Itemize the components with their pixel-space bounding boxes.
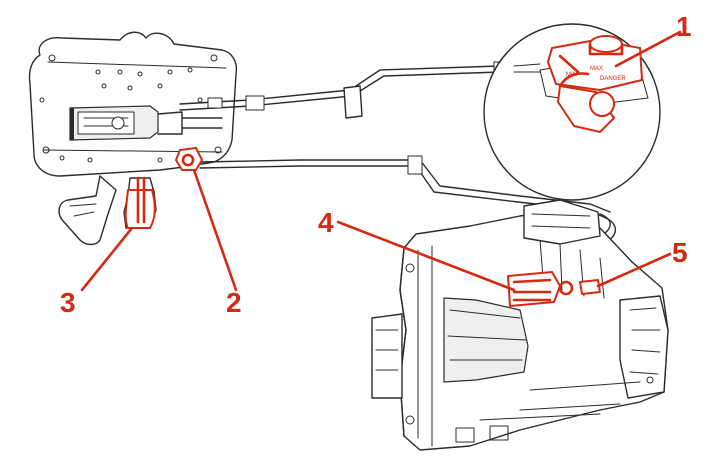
clutch-master-cylinder [175,147,203,171]
reservoir-max-marking: MAX [590,66,603,72]
leader-line-1 [614,30,682,68]
brake-fluid-reservoir: MAX MIN DANGER [547,35,643,133]
leader-line-2 [192,168,238,292]
clutch-pedal [124,176,156,229]
reservoir-min-marking: MIN [566,72,577,78]
callout-label-1: 1 [676,11,692,42]
gearbox [371,199,669,451]
callout-label-2: 2 [226,287,242,318]
callout-label-5: 5 [672,237,688,268]
callout-label-3: 3 [60,287,76,318]
callout-leaders [80,30,682,292]
reservoir-danger-marking: DANGER [600,76,626,82]
pedal-box [28,31,238,177]
callout-numbers: 1 2 3 4 5 [60,11,692,318]
leader-line-3 [80,226,134,292]
leader-line-4 [336,220,516,292]
callout-label-4: 4 [318,207,334,238]
bleed-screw [579,279,601,295]
clutch-slave-cylinder [507,271,574,307]
leader-line-5 [596,252,672,288]
